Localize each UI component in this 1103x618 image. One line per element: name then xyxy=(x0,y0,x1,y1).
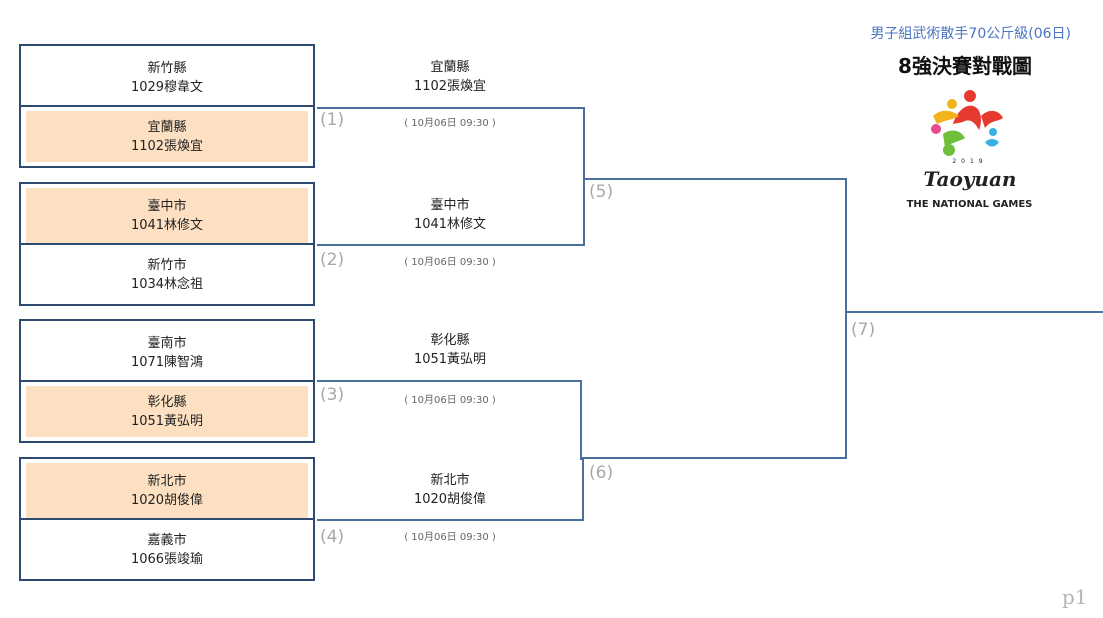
match-number: (6) xyxy=(589,463,614,483)
athlete-region: 臺南市 xyxy=(147,335,187,351)
match-1-top-entry: 新竹縣 1029穆韋文 xyxy=(21,46,313,109)
athlete-region: 彰化縣 xyxy=(430,333,470,348)
athlete-region: 宜蘭縣 xyxy=(430,60,470,75)
athlete-name: 1034林念祖 xyxy=(130,276,204,292)
match-schedule: ( 10月06日 09:30 ) xyxy=(404,395,496,406)
athlete-name: 1041林修文 xyxy=(413,217,487,232)
athlete-region: 新竹市 xyxy=(147,257,187,273)
match-number: (7) xyxy=(851,320,876,340)
bracket-line xyxy=(583,107,585,246)
athlete-name: 1071陳智鴻 xyxy=(130,354,204,370)
advancing-entry: 彰化縣 1051黃弘明 xyxy=(317,331,583,369)
athlete-name: 1020胡俊偉 xyxy=(130,492,204,508)
winner-highlight xyxy=(26,188,308,243)
winner-highlight xyxy=(26,111,308,162)
athlete-name: 1020胡俊偉 xyxy=(413,492,487,507)
logo-year: 2019 xyxy=(952,158,988,165)
bracket-line xyxy=(317,244,584,246)
bracket-title: 8強決賽對戰圖 xyxy=(898,54,1032,78)
match-schedule: ( 10月06日 09:30 ) xyxy=(404,532,496,543)
athlete-name: 1102張煥宜 xyxy=(130,138,204,154)
category-label: 男子組武術散手70公斤級(06日) xyxy=(870,26,1071,42)
logo-wordmark: Taoyuan xyxy=(923,167,1017,191)
athlete-name: 1051黃弘明 xyxy=(130,413,204,429)
bracket-line xyxy=(584,178,846,180)
winner-highlight xyxy=(26,463,308,518)
match-schedule: ( 10月06日 09:30 ) xyxy=(404,118,496,129)
match-4-box: 新北市 1020胡俊偉 嘉義市 1066張竣瑜 xyxy=(19,457,315,581)
athlete-region: 嘉義市 xyxy=(147,532,187,548)
match-2-bottom-entry: 新竹市 1034林念祖 xyxy=(21,243,313,304)
winner-highlight xyxy=(26,386,308,437)
athlete-name: 1029穆韋文 xyxy=(130,79,204,95)
page-number: p1 xyxy=(1062,585,1088,609)
athlete-region: 宜蘭縣 xyxy=(147,119,187,135)
bracket-line xyxy=(845,178,847,459)
athlete-name: 1066張竣瑜 xyxy=(130,551,204,567)
bracket-line xyxy=(317,380,581,382)
advancing-entry: 臺中市 1041林修文 xyxy=(317,196,583,234)
bracket-line xyxy=(582,457,846,459)
match-number: (5) xyxy=(589,182,614,202)
match-2-top-entry: 臺中市 1041林修文 xyxy=(21,184,313,247)
games-mascot-icon xyxy=(931,90,1003,156)
athlete-region: 臺中市 xyxy=(430,198,470,213)
athlete-name: 1051黃弘明 xyxy=(413,352,487,367)
bracket-line xyxy=(317,107,584,109)
advancing-entry: 宜蘭縣 1102張煥宜 xyxy=(317,58,583,96)
match-3-bottom-entry: 彰化縣 1051黃弘明 xyxy=(21,380,313,441)
athlete-region: 新竹縣 xyxy=(147,60,187,76)
bracket-line xyxy=(846,311,1103,313)
match-2-box: 臺中市 1041林修文 新竹市 1034林念祖 xyxy=(19,182,315,306)
athlete-region: 新北市 xyxy=(147,473,187,489)
bracket-line xyxy=(317,519,584,521)
match-number: (1) xyxy=(320,110,345,130)
match-1-bottom-entry: 宜蘭縣 1102張煥宜 xyxy=(21,105,313,166)
athlete-name: 1041林修文 xyxy=(130,217,204,233)
match-3-top-entry: 臺南市 1071陳智鴻 xyxy=(21,321,313,384)
match-4-top-entry: 新北市 1020胡俊偉 xyxy=(21,459,313,522)
advancing-entry: 新北市 1020胡俊偉 xyxy=(317,471,583,509)
athlete-region: 彰化縣 xyxy=(147,394,187,410)
bracket-line xyxy=(582,458,584,521)
athlete-region: 臺中市 xyxy=(147,198,187,214)
bracket-line xyxy=(580,380,582,460)
match-schedule: ( 10月06日 09:30 ) xyxy=(404,257,496,268)
athlete-name: 1102張煥宜 xyxy=(413,79,487,94)
match-1-box: 新竹縣 1029穆韋文 宜蘭縣 1102張煥宜 xyxy=(19,44,315,168)
match-3-box: 臺南市 1071陳智鴻 彰化縣 1051黃弘明 xyxy=(19,319,315,443)
athlete-region: 新北市 xyxy=(430,473,470,488)
match-number: (3) xyxy=(320,385,345,405)
match-number: (2) xyxy=(320,250,345,270)
match-number: (4) xyxy=(320,527,345,547)
logo-caption: THE NATIONAL GAMES xyxy=(906,199,1033,210)
match-4-bottom-entry: 嘉義市 1066張竣瑜 xyxy=(21,518,313,579)
